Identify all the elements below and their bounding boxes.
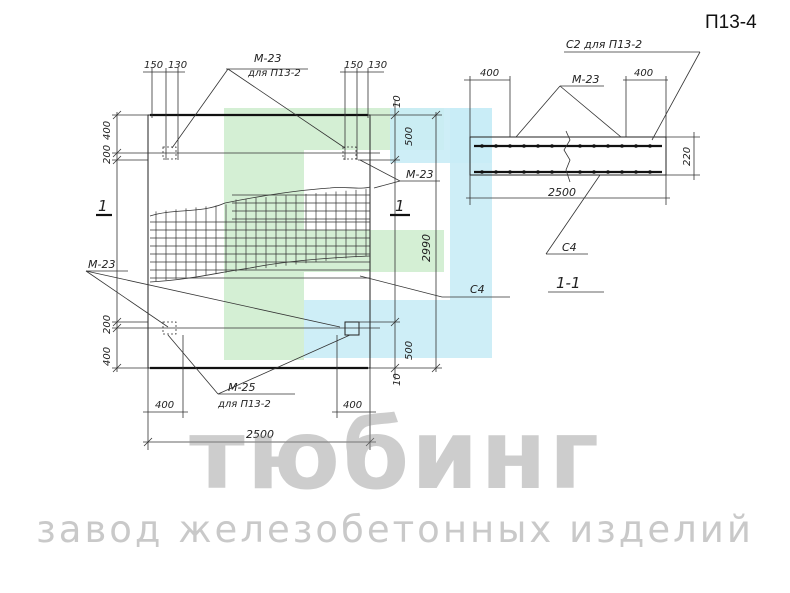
reinforcement-mesh (149, 186, 371, 283)
rebar-dot (536, 170, 540, 174)
section-dim-width-2500: 2500 (548, 186, 576, 199)
section-dim-left-400: 400 (480, 68, 499, 79)
plan-labels: 1 1 150 130 150 130 400 200 200 400 10 5… (88, 52, 485, 441)
dim-right-10-bottom: 10 (392, 373, 403, 386)
rebar-dot (620, 170, 624, 174)
section-view (464, 51, 701, 293)
dim-top-150: 150 (144, 60, 163, 71)
rebar-dot (592, 170, 596, 174)
embed-m25-bottom-right (344, 321, 360, 336)
rebar-dot (550, 144, 554, 148)
section-mark-right: 1 (395, 197, 405, 215)
rebar-dot (606, 170, 610, 174)
dim-right-10-top: 10 (392, 95, 403, 108)
rebar-dot (592, 144, 596, 148)
section-labels: 1-1 С2 для П13-2 М-23 С4 400 400 220 250… (480, 38, 693, 292)
dim-right-500-bottom: 500 (404, 341, 415, 360)
watermark-subtitle: завод железобетонных изделий (36, 508, 754, 551)
dim-left-200-bottom: 200 (102, 315, 113, 334)
callout-m23-top: М-23 (254, 52, 281, 65)
callout-m23-top-note: для П13-2 (247, 68, 301, 79)
section-mark-left: 1 (98, 197, 108, 215)
section-title: 1-1 (556, 274, 581, 292)
dim-bottom-400-left: 400 (155, 400, 174, 411)
rebar-dot (480, 170, 484, 174)
section-callout-c2: С2 для П13-2 (566, 38, 642, 51)
rebar-dot (648, 144, 652, 148)
rebar-dot (578, 170, 582, 174)
dim-top-130-right: 130 (368, 60, 387, 71)
section-callout-c4: С4 (562, 241, 577, 254)
rebar-dot (550, 170, 554, 174)
section-dim-right-400: 400 (634, 68, 653, 79)
rebar-dot (620, 144, 624, 148)
dim-bottom-400-right: 400 (343, 400, 362, 411)
dim-left-400: 400 (102, 121, 113, 140)
dim-right-500-top: 500 (404, 127, 415, 146)
callout-m23-right: М-23 (406, 168, 433, 181)
rebar-dot (494, 144, 498, 148)
watermark-title: тюбинг (189, 399, 601, 511)
dim-top-150-right: 150 (344, 60, 363, 71)
sheet-code: П13-4 (705, 12, 757, 33)
rebar-dot (648, 170, 652, 174)
plan-view (85, 68, 510, 450)
rebar-dot (508, 170, 512, 174)
rebar-dot (522, 144, 526, 148)
rebar-dot (508, 144, 512, 148)
dim-top-130: 130 (168, 60, 187, 71)
rebar-dot (480, 144, 484, 148)
dim-bottom-2500: 2500 (246, 428, 274, 441)
callout-c4: С4 (470, 283, 485, 296)
section-callout-m23: М-23 (572, 73, 599, 86)
callout-m25-bottom: М-25 (228, 381, 255, 394)
rebar-dot (494, 170, 498, 174)
rebar-dot (634, 170, 638, 174)
rebar-dot (578, 144, 582, 148)
section-dim-height-220: 220 (682, 147, 693, 166)
rebar-dot (536, 144, 540, 148)
rebar-dot (606, 144, 610, 148)
callout-m23-left: М-23 (88, 258, 115, 271)
callout-m25-bottom-note: для П13-2 (217, 399, 271, 410)
rebar-dot (522, 170, 526, 174)
rebar-dot (634, 144, 638, 148)
dim-left-400-bottom: 400 (102, 347, 113, 366)
dim-right-2990: 2990 (420, 234, 433, 262)
watermark-logo (224, 108, 492, 360)
dim-left-200: 200 (102, 145, 113, 164)
